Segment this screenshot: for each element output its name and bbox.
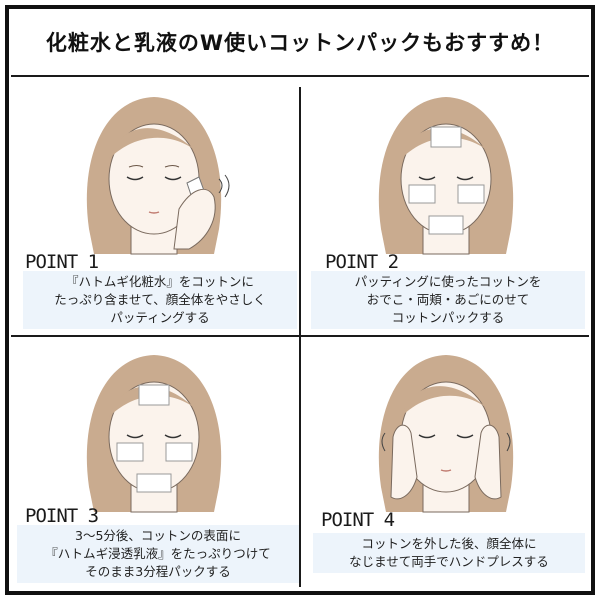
caption-line: パッティングに使ったコットンを [354,274,542,289]
caption-point-1: 『ハトムギ化粧水』をコットンに たっぷり含ませて、顔全体をやさしく パッティング… [23,271,297,329]
caption-line: 『ハトムギ浸透乳液』をたっぷりつけて [45,546,271,561]
cotton-pad-icon [138,384,170,406]
cotton-pad-icon [457,184,485,204]
caption-line: パッティングする [110,310,210,325]
woman-face-illustration [378,97,514,255]
cotton-pad-icon [428,215,464,235]
hand-icon [474,424,502,500]
point-label-3: POINT 3 [25,505,99,527]
cotton-pad-icon [165,442,193,462]
panel-point-1: POINT 1 『ハトムギ化粧水』をコットンに たっぷり含ませて、顔全体をやさし… [9,79,299,329]
caption-line: 3～5分後、コットンの表面に [75,528,241,543]
cotton-pad-icon [408,184,436,204]
vertical-divider [299,87,301,587]
point-label-4: POINT 4 [321,509,395,531]
cotton-pad-icon [116,442,144,462]
cotton-pad-icon [136,473,172,493]
panel-point-4: POINT 4 コットンを外した後、顔全体に なじませて両手でハンドプレスする [301,337,591,587]
panel-point-3: POINT 3 3～5分後、コットンの表面に 『ハトムギ浸透乳液』をたっぷりつけ… [9,337,299,587]
caption-point-2: パッティングに使ったコットンを おでこ・両頬・あごにのせて コットンパックする [311,271,585,329]
point-label-1: POINT 1 [25,251,99,273]
caption-point-3: 3～5分後、コットンの表面に 『ハトムギ浸透乳液』をたっぷりつけて そのまま3分… [17,525,299,583]
woman-face-illustration [86,355,222,513]
infographic-frame: 化粧水と乳液のW使いコットンパックもおすすめ！ POINT 1 『ハトムギ化粧水… [5,5,595,595]
caption-line: コットンを外した後、顔全体に [361,536,537,551]
cotton-pad-icon [430,126,462,148]
horizontal-divider [11,335,589,337]
caption-line: おでこ・両頬・あごにのせて [366,292,530,307]
caption-line: そのまま3分程パックする [85,564,231,579]
title-bar: 化粧水と乳液のW使いコットンパックもおすすめ！ [9,9,591,75]
hand-icon [173,188,216,250]
caption-point-4: コットンを外した後、顔全体に なじませて両手でハンドプレスする [313,533,585,573]
point-label-2: POINT 2 [325,251,399,273]
panel-point-2: POINT 2 パッティングに使ったコットンを おでこ・両頬・あごにのせて コッ… [301,79,591,329]
woman-face-illustration [378,355,514,513]
caption-line: コットンパックする [391,310,505,325]
hand-icon [390,424,418,500]
caption-line: なじませて両手でハンドプレスする [349,554,549,569]
caption-line: たっぷり含ませて、顔全体をやさしく [54,292,266,307]
woman-face-illustration [86,97,230,255]
caption-line: 『ハトムギ化粧水』をコットンに [66,274,254,289]
title-divider [11,75,589,77]
page-title: 化粧水と乳液のW使いコットンパックもおすすめ！ [45,31,555,55]
